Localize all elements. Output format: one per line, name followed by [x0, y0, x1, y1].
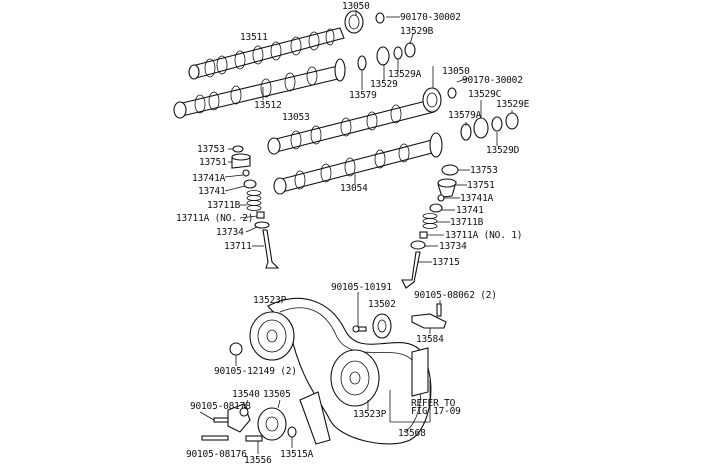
bolt-13556	[245, 435, 263, 442]
label-13502: 13502	[368, 299, 396, 310]
label-13515A: 13515A	[280, 449, 314, 460]
label-13568: 13568	[398, 428, 426, 439]
label-13529C: 13529C	[468, 89, 502, 100]
label-13523P-crank: 13523P	[353, 409, 387, 420]
ring-13529B	[404, 42, 416, 58]
label-13529: 13529	[370, 79, 398, 90]
leader-lines	[199, 10, 513, 454]
cam-pulley-13523P	[249, 311, 295, 361]
gear-13050-b	[422, 87, 442, 113]
label-fig-17-09: FIG 17-09	[411, 406, 461, 417]
label-13050-a: 13050	[342, 1, 370, 12]
ring-13529A	[393, 46, 403, 60]
label-90105-08062: 90105-08062 (2)	[414, 290, 497, 301]
label-13711B-left: 13711B	[207, 200, 241, 211]
tensioner-13540	[227, 403, 251, 433]
ring-13529E	[505, 112, 519, 130]
label-13556: 13556	[244, 455, 272, 466]
label-13741-right: 13741	[456, 205, 484, 216]
label-13711B-right: 13711B	[450, 217, 484, 228]
label-13711A-no1: 13711A (NO. 1)	[445, 230, 523, 241]
label-13529A: 13529A	[388, 69, 422, 80]
label-13751-right: 13751	[467, 180, 495, 191]
label-13511: 13511	[240, 32, 268, 43]
washer-13515A	[287, 426, 297, 438]
valve-stack-right	[401, 164, 459, 289]
camshaft-13511	[188, 27, 345, 80]
bolt-90105-08176	[201, 435, 229, 441]
ring-13529C	[473, 117, 489, 139]
label-13711A-no2: 13711A (NO. 2)	[176, 213, 254, 224]
label-90105-10191: 90105-10191	[331, 282, 392, 293]
label-13753-right: 13753	[470, 165, 498, 176]
label-13734-left: 13734	[216, 227, 244, 238]
label-13529E: 13529E	[496, 99, 530, 110]
label-13734-right: 13734	[439, 241, 467, 252]
bolt-90105-12149	[229, 342, 243, 356]
bolt-90105-08178	[213, 417, 229, 423]
label-13751-left: 13751	[199, 157, 227, 168]
bolt-90105-10191	[352, 325, 367, 333]
label-13053: 13053	[282, 112, 310, 123]
camshaft-13054	[273, 132, 443, 195]
belt-guide	[299, 391, 331, 445]
ring-13529D	[491, 116, 503, 132]
gear-13050-a	[344, 10, 364, 34]
ring-13579A	[460, 123, 472, 141]
bracket-13584	[411, 303, 447, 329]
label-90105-12149: 90105-12149 (2)	[214, 366, 297, 377]
label-90170-30002-b: 90170-30002	[462, 75, 523, 86]
label-13050-b: 13050	[442, 66, 470, 77]
label-13711: 13711	[224, 241, 252, 252]
nut-90170-a	[375, 12, 385, 24]
label-13505: 13505	[263, 389, 291, 400]
label-13579: 13579	[349, 90, 377, 101]
label-13579A: 13579A	[448, 110, 482, 121]
label-refer-to: REFER TO	[411, 398, 456, 409]
label-90170-30002-a: 90170-30002	[400, 12, 461, 23]
label-13753-left: 13753	[197, 144, 225, 155]
label-13523P-cam: 13523P	[253, 295, 287, 306]
label-13054: 13054	[340, 183, 368, 194]
idler-13502	[372, 313, 392, 339]
label-13741-left: 13741	[198, 186, 226, 197]
tensioner-pulley-13505	[257, 407, 287, 441]
label-13540: 13540	[232, 389, 260, 400]
camshaft-13512	[173, 58, 346, 119]
label-13741A-left: 13741A	[192, 173, 226, 184]
label-90105-08178: 90105-08178	[190, 401, 251, 412]
nut-90170-b	[447, 87, 457, 99]
label-13512: 13512	[254, 100, 282, 111]
label-13741A-right: 13741A	[460, 193, 494, 204]
label-13529D: 13529D	[486, 145, 520, 156]
cover-13568	[411, 347, 429, 397]
crank-pulley-13523P	[330, 349, 380, 407]
label-13715: 13715	[432, 257, 460, 268]
label-13529B: 13529B	[400, 26, 434, 37]
ring-13529	[376, 46, 390, 66]
label-13584: 13584	[416, 334, 444, 345]
label-90105-08176: 90105-08176	[186, 449, 247, 460]
valve-stack-left	[231, 145, 280, 269]
ring-13579	[357, 55, 367, 71]
